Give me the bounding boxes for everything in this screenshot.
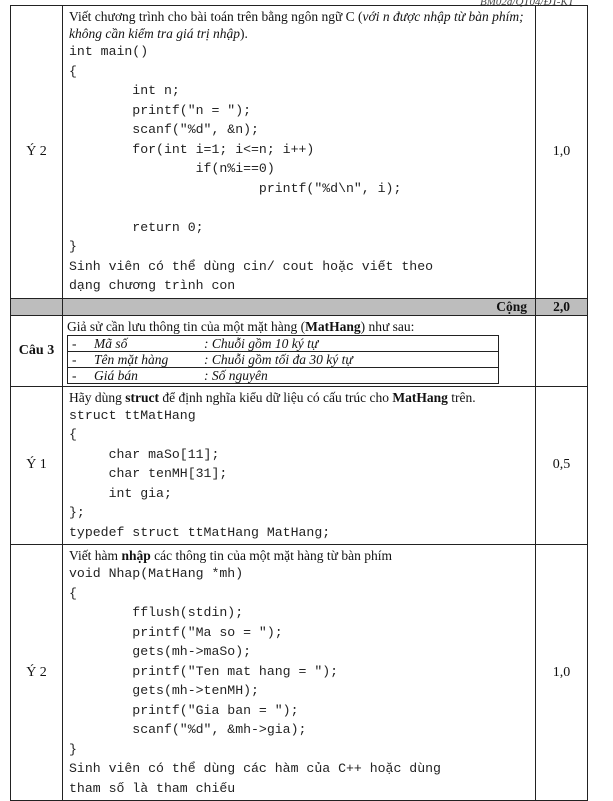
row-y2-input: Ý 2 Viết hàm nhập các thông tin của một … xyxy=(10,544,588,801)
question-text: Viết hàm nhập các thông tin của một mặt … xyxy=(69,547,531,564)
question-text: Viết chương trình cho bài toán trên bằng… xyxy=(69,8,531,42)
text-part: Viết chương trình cho bài toán trên bằng… xyxy=(69,9,363,24)
row-label: Ý 2 xyxy=(10,5,63,299)
score-empty xyxy=(535,314,588,387)
field-desc: : Chuỗi gồm 10 ký tự xyxy=(204,335,319,351)
row-content: Viết chương trình cho bài toán trên bằng… xyxy=(62,5,536,299)
text-bold: MatHang xyxy=(305,318,361,334)
text-part: để định nghĩa kiểu dữ liệu có cấu trúc c… xyxy=(159,389,393,405)
total-empty xyxy=(10,297,63,316)
row-y1: Ý 1 Hãy dùng struct để định nghĩa kiểu d… xyxy=(10,385,588,545)
row-label: Ý 1 xyxy=(10,385,63,545)
bullet: - xyxy=(72,335,77,351)
bullet: - xyxy=(72,351,77,367)
field-row: - Giá bán : Số nguyên xyxy=(67,366,499,384)
text-part: các thông tin của một mặt hàng từ bàn ph… xyxy=(150,548,392,563)
field-desc: : Chuỗi gồm tối đa 30 ký tự xyxy=(204,351,353,367)
field-name: Tên mặt hàng xyxy=(94,351,169,367)
text-bold: struct xyxy=(125,389,159,405)
text-part: Hãy dùng xyxy=(69,389,126,405)
text-part: Viết hàm xyxy=(69,548,122,563)
row-content: Giả sử cần lưu thông tin của một mặt hàn… xyxy=(62,314,536,387)
bullet: - xyxy=(72,367,77,383)
field-desc: : Số nguyên xyxy=(204,367,268,383)
total-label: Cộng xyxy=(62,297,536,316)
question-text: Giả sử cần lưu thông tin của một mặt hàn… xyxy=(63,318,535,335)
row-content: Viết hàm nhập các thông tin của một mặt … xyxy=(62,544,536,801)
field-name: Mã số xyxy=(94,335,128,351)
text-italic: với n được nhập từ bàn phím; không cần k… xyxy=(69,9,524,41)
score: 0,5 xyxy=(535,385,588,545)
field-row: - Mã số : Chuỗi gồm 10 ký tự xyxy=(67,334,499,352)
answer-table: Ý 2 Viết chương trình cho bài toán trên … xyxy=(10,5,588,801)
row-content: Hãy dùng struct để định nghĩa kiểu dữ li… xyxy=(62,385,536,545)
row-label: Ý 2 xyxy=(10,544,63,801)
field-list: - Mã số : Chuỗi gồm 10 ký tự - Tên mặt hàng… xyxy=(67,334,499,384)
code-block: void Nhap(MatHang *mh) { fflush(stdin); … xyxy=(69,566,441,796)
total-row: Cộng 2,0 xyxy=(10,297,588,316)
code-block: struct ttMatHang { char maSo[11]; char t… xyxy=(69,407,331,540)
row-y2-main: Ý 2 Viết chương trình cho bài toán trên … xyxy=(10,5,588,299)
field-name: Giá bán xyxy=(94,367,138,383)
text-bold: nhập xyxy=(121,548,151,563)
question-text: Hãy dùng struct để định nghĩa kiểu dữ li… xyxy=(69,389,531,406)
question-label: Câu 3 xyxy=(10,314,63,387)
score: 1,0 xyxy=(535,5,588,299)
score: 1,0 xyxy=(535,544,588,801)
text-part: ). xyxy=(239,26,248,41)
row-cau3: Câu 3 Giả sử cần lưu thông tin của một m… xyxy=(10,314,588,387)
code-block: int main() { int n; printf("n = "); scan… xyxy=(69,44,434,293)
total-value: 2,0 xyxy=(535,297,588,316)
text-part: Giả sử cần lưu thông tin của một mặt hàn… xyxy=(67,318,306,334)
page: BM02a/QT04/ĐT-KT Ý 2 Viết chương trình c… xyxy=(10,0,588,801)
text-bold: MatHang xyxy=(392,389,448,405)
document-code: BM02a/QT04/ĐT-KT xyxy=(480,0,574,8)
text-part: trên. xyxy=(447,389,476,405)
text-part: ) như sau: xyxy=(360,318,415,334)
field-row: - Tên mặt hàng : Chuỗi gồm tối đa 30 ký tự xyxy=(67,350,499,368)
